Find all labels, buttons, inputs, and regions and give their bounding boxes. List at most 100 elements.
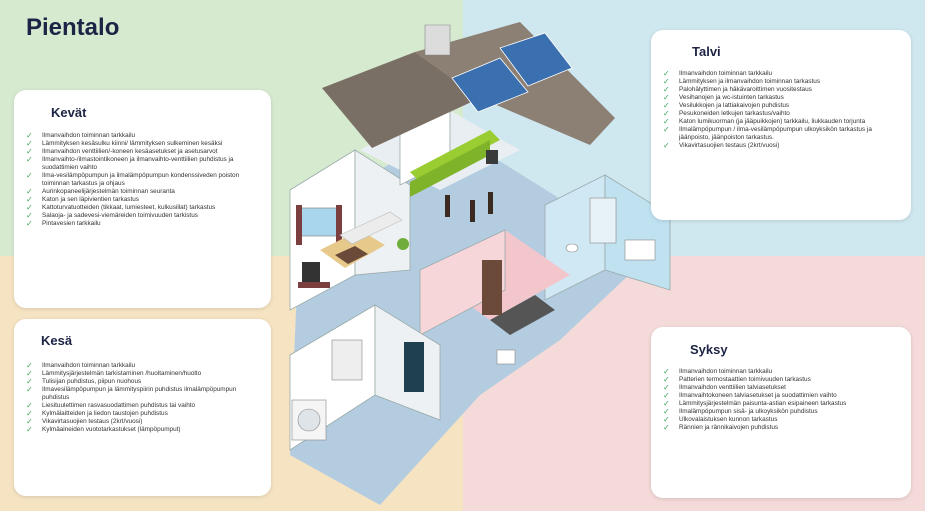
- sofa-icon: [339, 211, 403, 245]
- living-room-window: [299, 207, 339, 237]
- check-icon: ✓: [26, 171, 33, 180]
- check-icon: ✓: [663, 117, 670, 126]
- list-item: ✓Ilmanvaihdon toiminnan tarkkailu: [26, 361, 136, 370]
- check-icon: ✓: [26, 425, 33, 434]
- winter-checklist: ✓Ilmanvaihdon toiminnan tarkkailu ✓Lämmi…: [663, 70, 901, 150]
- check-icon: ✓: [663, 415, 670, 424]
- autumn-checklist: ✓Ilmanvaihdon toiminnan tarkkailu ✓Patte…: [663, 368, 901, 432]
- spring-heading: Kevät: [51, 105, 87, 120]
- list-item: ✓Katon ja sen läpivientien tarkastus: [26, 195, 139, 204]
- check-icon: ✓: [663, 391, 670, 400]
- list-item: ✓Ilmanvaihtokoneen talviasetukset ja suo…: [663, 391, 837, 400]
- kitchen-cabinets: [410, 130, 500, 182]
- summer-card: Kesä ✓Ilmanvaihdon toiminnan tarkkailu ✓…: [14, 319, 271, 496]
- list-item: ✓Lämmitysjärjestelmän paisunta-astian es…: [663, 399, 847, 408]
- check-icon: ✓: [663, 101, 670, 110]
- list-item: ✓Lämmityksen kesäsulku kiinni/ lämmityks…: [26, 139, 223, 148]
- check-icon: ✓: [663, 375, 670, 384]
- list-item: ✓Kylmälaitteiden ja liedon taustojen puh…: [26, 409, 168, 418]
- list-item: ✓Ulkovalaistuksen kunnon tarkastus: [663, 415, 778, 424]
- summer-checklist: ✓Ilmanvaihdon toiminnan tarkkailu ✓Lämmi…: [26, 362, 261, 434]
- winter-heading: Talvi: [692, 44, 721, 59]
- list-item: ✓Ilmavesilämpöpumpun ja lämmityspiirin p…: [26, 385, 237, 402]
- list-item: ✓Rännien ja rännikaivojen puhdistus: [663, 423, 779, 432]
- list-item: ✓Ilma-vesilämpöpumpun ja ilmalämpöpumpun…: [26, 171, 240, 188]
- list-item: ✓Ilmanvaihdon toiminnan tarkkailu: [663, 367, 773, 376]
- door-icon: [404, 342, 424, 392]
- water-heater-icon: [331, 339, 363, 381]
- list-item: ✓Ilmanvaihdon toiminnan tarkkailu: [26, 131, 136, 140]
- list-item: ✓Ilmanvaihdon toiminnan tarkkailu: [663, 69, 773, 78]
- list-item: ✓Aurinkopaneelijärjestelmän toiminnan se…: [26, 187, 175, 196]
- check-icon: ✓: [26, 195, 33, 204]
- list-item: ✓Tulisijan puhdistus, piipun nuohous: [26, 377, 142, 386]
- winter-card: Talvi ✓Ilmanvaihdon toiminnan tarkkailu …: [651, 30, 911, 220]
- list-item: ✓Salaoja- ja sadevesi-viemäreiden toimiv…: [26, 211, 198, 220]
- page-title: Pientalo: [26, 14, 120, 41]
- curtain-icon: [296, 205, 302, 245]
- list-item: ✓Pintavesien tarkkailu: [26, 219, 101, 228]
- shower-icon: [589, 197, 617, 244]
- list-item: ✓Ilmalämpöpumpun sisä- ja ulkoyksikön pu…: [663, 407, 818, 416]
- tv-icon: [302, 262, 320, 284]
- check-icon: ✓: [26, 203, 33, 212]
- list-item: ✓Vikavirtasuojien testaus (2krt/vuosi): [663, 141, 780, 150]
- check-icon: ✓: [663, 93, 670, 102]
- check-icon: ✓: [663, 109, 670, 118]
- curtain-icon: [336, 205, 342, 245]
- check-icon: ✓: [663, 367, 670, 376]
- list-item: ✓Patterien termostaattien toimivuuden ta…: [663, 375, 811, 384]
- chair-icon: [445, 195, 450, 217]
- check-icon: ✓: [26, 139, 33, 148]
- check-icon: ✓: [26, 409, 33, 418]
- check-icon: ✓: [663, 383, 670, 392]
- check-icon: ✓: [26, 147, 33, 156]
- list-item: ✓Kylmäaineiden vuototarkastukset (lämpöp…: [26, 425, 181, 434]
- check-icon: ✓: [26, 361, 33, 370]
- list-item: ✓Pesukoneiden letkujen tarkastus/vaihto: [663, 109, 790, 118]
- chair-icon: [470, 200, 475, 222]
- bedroom-wall: [419, 229, 506, 336]
- list-item: ✓Vikavirtasuojien testaus (2krt/vuosi): [26, 417, 143, 426]
- sink-icon: [624, 239, 656, 261]
- check-icon: ✓: [26, 377, 33, 386]
- spring-checklist: ✓Ilmanvaihdon toiminnan tarkkailu ✓Lämmi…: [26, 132, 261, 228]
- autumn-card: Syksy ✓Ilmanvaihdon toiminnan tarkkailu …: [651, 327, 911, 498]
- coffee-table-icon: [335, 246, 368, 264]
- oven-icon: [486, 150, 498, 164]
- list-item: ✓Ilmalämpöpumpun / ilma-vesilämpöpumpun …: [663, 125, 872, 142]
- roof-left: [322, 52, 480, 148]
- check-icon: ✓: [663, 85, 670, 94]
- tv-stand-icon: [298, 282, 330, 288]
- list-item: ✓Lämmityksen ja ilmanvaihdon toiminnan t…: [663, 77, 821, 86]
- list-item: ✓Ilmanvaihdon venttiilien/-koneen kesäas…: [26, 147, 218, 156]
- fan-icon: [297, 408, 321, 432]
- check-icon: ✓: [663, 423, 670, 432]
- chair-icon: [488, 192, 493, 214]
- solar-panel-icon: [451, 57, 529, 113]
- list-item: ✓Palohälyttimen ja häkävaroittimen vuosi…: [663, 85, 812, 94]
- check-icon: ✓: [26, 131, 33, 140]
- check-icon: ✓: [663, 399, 670, 408]
- bed-icon: [490, 295, 555, 335]
- check-icon: ✓: [663, 69, 670, 78]
- plant-icon: [397, 238, 409, 250]
- wardrobe-icon: [482, 260, 502, 315]
- list-item: ✓Vesihanojen ja wc-istuinten tarkastus: [663, 93, 784, 102]
- check-icon: ✓: [26, 211, 33, 220]
- check-icon: ✓: [26, 401, 33, 410]
- solar-panel-icon: [499, 32, 573, 87]
- toilet-icon: [565, 243, 579, 253]
- check-icon: ✓: [663, 407, 670, 416]
- summer-heading: Kesä: [41, 333, 73, 348]
- list-item: ✓Lämmitysjärjestelmän tarkistaminen /huo…: [26, 369, 202, 378]
- check-icon: ✓: [26, 417, 33, 426]
- check-icon: ✓: [26, 187, 33, 196]
- check-icon: ✓: [26, 219, 33, 228]
- check-icon: ✓: [663, 125, 670, 134]
- kitchen-counter: [410, 140, 490, 197]
- list-item: ✓Vesilukkojen ja lattiakaivojen puhdistu…: [663, 101, 790, 110]
- list-item: ✓Kattoturvatuotteiden (tikkaat, lumieste…: [26, 203, 216, 212]
- list-item: ✓Ilmanvaihto-/ilmastointikoneen ja ilman…: [26, 155, 234, 172]
